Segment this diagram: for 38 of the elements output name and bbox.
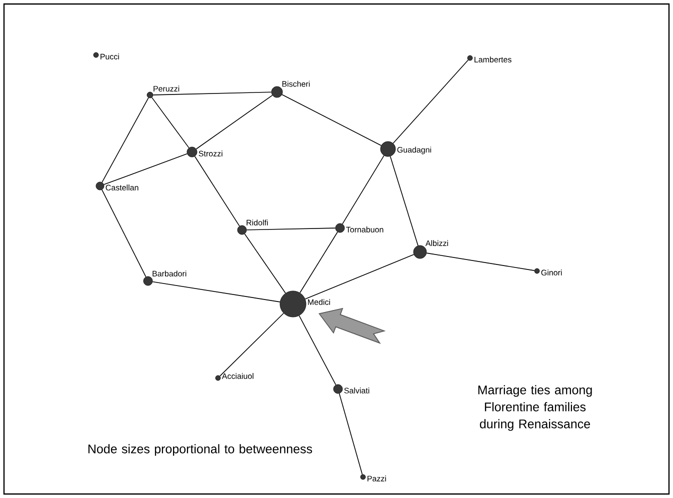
- node-label: Ridolfi: [246, 220, 268, 226]
- node-label: Bischeri: [282, 80, 310, 87]
- connector-line: [152, 92, 272, 96]
- node-label: Pazzi: [368, 476, 386, 482]
- connector-line: [342, 155, 384, 224]
- connector-line: [104, 153, 188, 185]
- connector-line: [152, 281, 280, 302]
- connector-line: [246, 228, 336, 230]
- node-label: Peruzzi: [154, 86, 180, 92]
- connector-line: [300, 232, 338, 294]
- node-label: Acciaiuol: [222, 373, 254, 379]
- caption-text: Marriage ties among Florentine families during Renaissance: [478, 385, 592, 431]
- caption-text: Node sizes proportional to betweenness: [88, 444, 312, 456]
- connector-line: [102, 97, 149, 183]
- node-label: Albizzi: [425, 240, 448, 246]
- node-label: Salviati: [344, 388, 370, 394]
- connector-line: [392, 60, 469, 144]
- connector-line: [304, 254, 414, 300]
- node-label: Lambertes: [474, 56, 512, 62]
- node-label: Guadagni: [397, 146, 432, 154]
- connector-line: [426, 252, 535, 271]
- connector-line: [390, 156, 418, 246]
- connector-line: [282, 94, 382, 146]
- node-label: Strozzi: [198, 150, 222, 156]
- connector-line: [338, 393, 363, 475]
- node-label: Tornabuon: [346, 226, 384, 232]
- connector-line: [196, 94, 273, 150]
- connector-line: [194, 156, 240, 226]
- connector-line: [220, 312, 284, 376]
- connector-line: [298, 315, 336, 386]
- node-label: Pucci: [100, 54, 119, 60]
- connector-line: [152, 97, 190, 148]
- node-label: Barbadori: [152, 270, 186, 276]
- connector-line: [102, 189, 146, 278]
- node-label: Medici: [308, 299, 330, 305]
- connector-line: [244, 233, 286, 294]
- node-label: Castellan: [106, 184, 138, 190]
- node-label: Ginori: [541, 270, 562, 276]
